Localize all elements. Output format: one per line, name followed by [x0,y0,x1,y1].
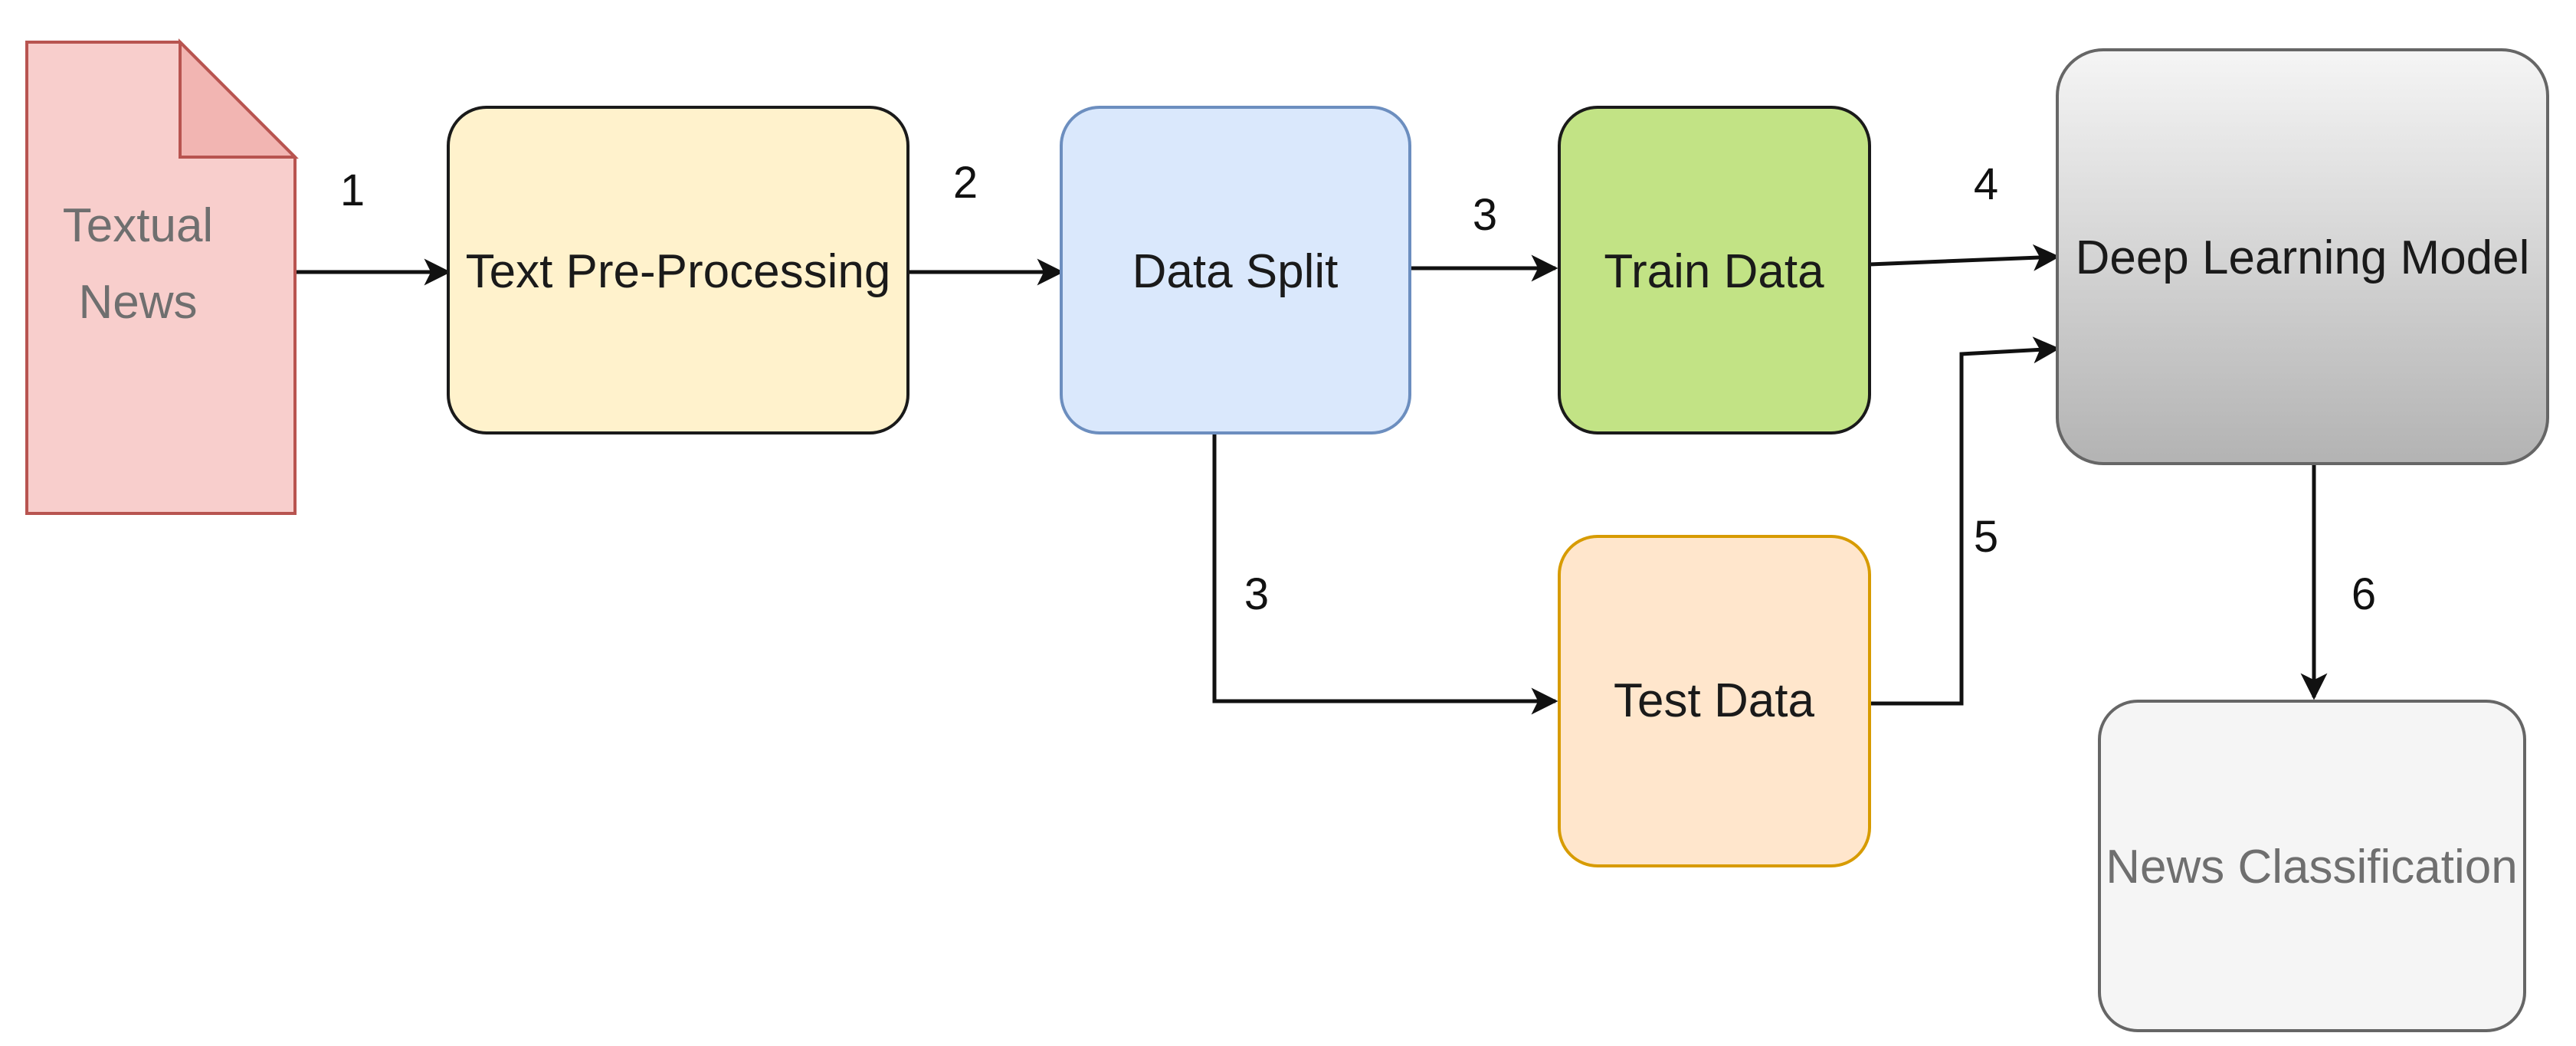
train-data-node: Train Data [1558,106,1871,434]
textual-news-label-line2: News [78,276,197,329]
preprocessing-node: Text Pre-Processing [447,106,909,434]
test-data-label: Test Data [1614,674,1814,727]
edge-label-3-test: 3 [1244,569,1269,619]
document-shape [25,41,297,515]
preprocessing-label: Text Pre-Processing [466,245,891,298]
data-split-label: Data Split [1132,245,1339,298]
edge-split-to-test [1212,433,1558,715]
document-fold [179,38,299,159]
edge-label-3-train: 3 [1473,190,1497,240]
edge-label-6: 6 [2352,569,2376,619]
edge-label-2: 2 [953,158,978,208]
textual-news-node: Textual News [25,38,299,515]
train-data-label: Train Data [1604,245,1824,298]
edge-label-4: 4 [1974,159,1998,209]
news-classification-label: News Classification [2106,841,2518,894]
deep-learning-model-node: Deep Learning Model [2056,48,2549,465]
data-split-node: Data Split [1060,106,1411,434]
textual-news-label-line1: Textual [63,199,213,252]
edge-label-5: 5 [1974,512,1998,562]
news-classification-node: News Classification [2098,700,2526,1032]
edge-test-to-model [1870,336,2060,706]
edge-label-1: 1 [340,166,365,215]
deep-learning-model-label: Deep Learning Model [2076,231,2530,284]
edge-train-to-model [1869,244,2060,271]
test-data-node: Test Data [1558,535,1871,867]
